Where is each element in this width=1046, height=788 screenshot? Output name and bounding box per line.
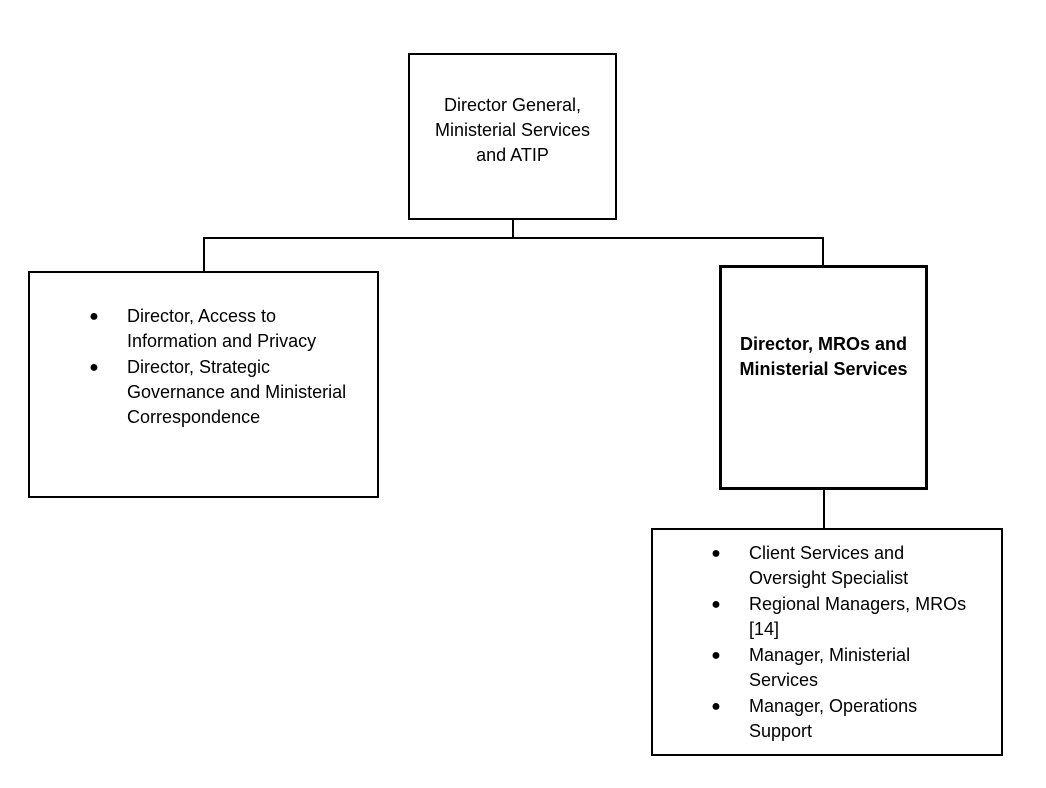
list-item: ● Client Services and Oversight Specialis…: [709, 541, 981, 591]
list-item-label: Manager, Ministerial Services: [749, 645, 911, 690]
list-item-label: Director, Access to Information and Priv…: [127, 306, 317, 351]
list-item-label: Client Services and Oversight Specialist: [749, 543, 909, 588]
connector-left-drop: [203, 237, 205, 272]
bullet-icon: ●: [711, 596, 721, 613]
director-general-box: Director General, Ministerial Services a…: [408, 53, 617, 220]
bullet-icon: ●: [89, 359, 99, 376]
director-mros-box: Director, MROs and Ministerial Services: [719, 265, 928, 490]
list-item-label: Director, Strategic Governance and Minis…: [127, 357, 347, 427]
list-item: ● Director, Access to Information and Pri…: [87, 304, 347, 354]
bullet-icon: ●: [89, 308, 99, 325]
connector-right-drop: [822, 237, 824, 266]
left-directors-list: ● Director, Access to Information and Pri…: [87, 304, 347, 431]
bullet-icon: ●: [711, 647, 721, 664]
bullet-icon: ●: [711, 545, 721, 562]
left-directors-box: ● Director, Access to Information and Pri…: [28, 271, 379, 498]
list-item: ● Director, Strategic Governance and Mini…: [87, 355, 347, 430]
connector-right-to-bottom: [823, 489, 825, 529]
list-item-label: Regional Managers, MROs [14]: [749, 594, 967, 639]
list-item-label: Manager, Operations Support: [749, 696, 918, 741]
list-item: ● Manager, Operations Support: [709, 694, 981, 744]
mros-reports-list: ● Client Services and Oversight Specialis…: [709, 541, 981, 745]
connector-top-stem: [512, 219, 514, 239]
mros-reports-box: ● Client Services and Oversight Specialis…: [651, 528, 1003, 756]
director-general-title: Director General, Ministerial Services a…: [434, 95, 591, 165]
bullet-icon: ●: [711, 698, 721, 715]
list-item: ● Manager, Ministerial Services: [709, 643, 981, 693]
list-item: ● Regional Managers, MROs [14]: [709, 592, 981, 642]
connector-horizontal: [203, 237, 824, 239]
director-mros-title: Director, MROs and Ministerial Services: [739, 334, 908, 379]
